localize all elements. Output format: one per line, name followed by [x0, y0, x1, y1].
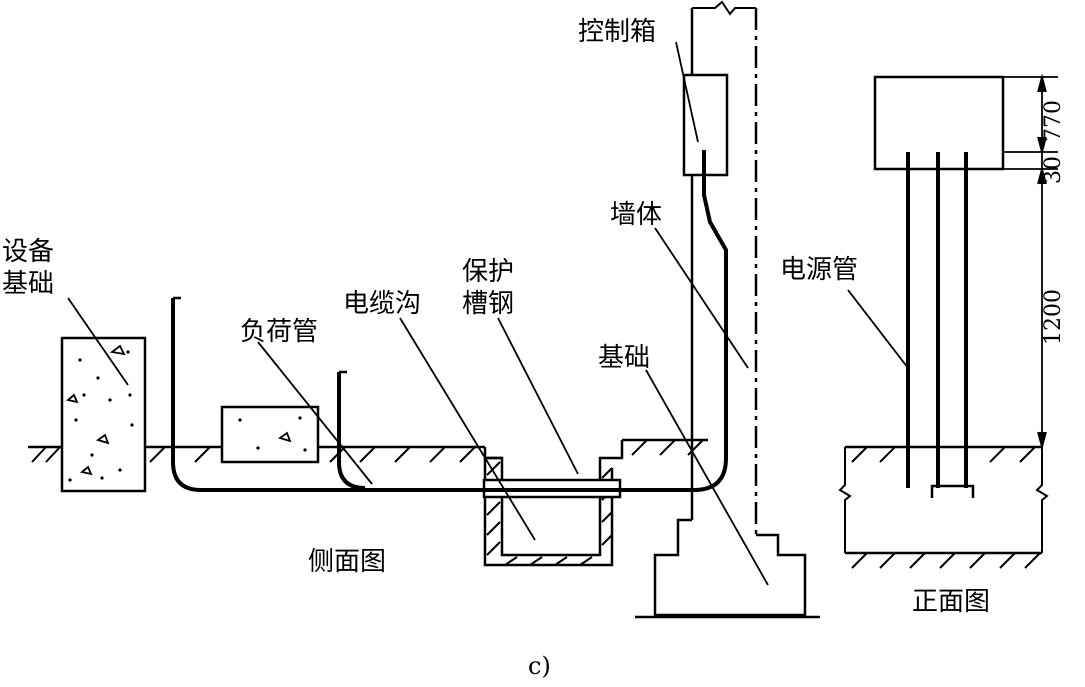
leader-power-pipe — [847, 289, 909, 369]
dimension-770: 770 — [1041, 100, 1066, 142]
label-foundation: 基础 — [598, 343, 650, 373]
leader-lines — [67, 41, 769, 586]
dimension-line — [1003, 73, 1058, 451]
equipment-block — [220, 405, 320, 464]
front-view — [838, 73, 1058, 569]
figure-label: c) — [528, 652, 551, 680]
load-pipe-left — [171, 298, 485, 492]
label-wall: 墙体 — [610, 200, 662, 230]
load-pipe-right — [337, 372, 366, 490]
front-power-pipes — [906, 152, 968, 488]
label-control-box: 控制箱 — [578, 17, 656, 47]
label-protective-channel-line1: 保护 — [462, 257, 514, 287]
label-equipment-foundation-line1: 设备 — [2, 237, 54, 267]
equipment-foundation — [60, 336, 147, 493]
label-load-pipe: 负荷管 — [240, 317, 318, 347]
label-equipment-foundation-line2: 基础 — [2, 269, 54, 299]
side-view — [28, 0, 820, 619]
front-ground-hatching — [851, 446, 1041, 569]
label-cable-trench: 电缆沟 — [343, 289, 421, 319]
cable-trench — [483, 440, 624, 567]
label-protective-channel-line2: 槽钢 — [462, 289, 514, 319]
dimension-30: 30 — [1041, 156, 1066, 184]
dimension-1200: 1200 — [1041, 289, 1066, 345]
side-view-caption: 侧面图 — [308, 547, 386, 577]
main-cable — [620, 150, 728, 492]
ground-hatching — [31, 439, 704, 463]
front-view-caption: 正面图 — [912, 587, 990, 617]
label-power-pipe: 电源管 — [780, 255, 858, 285]
wall-foundation — [653, 518, 807, 617]
